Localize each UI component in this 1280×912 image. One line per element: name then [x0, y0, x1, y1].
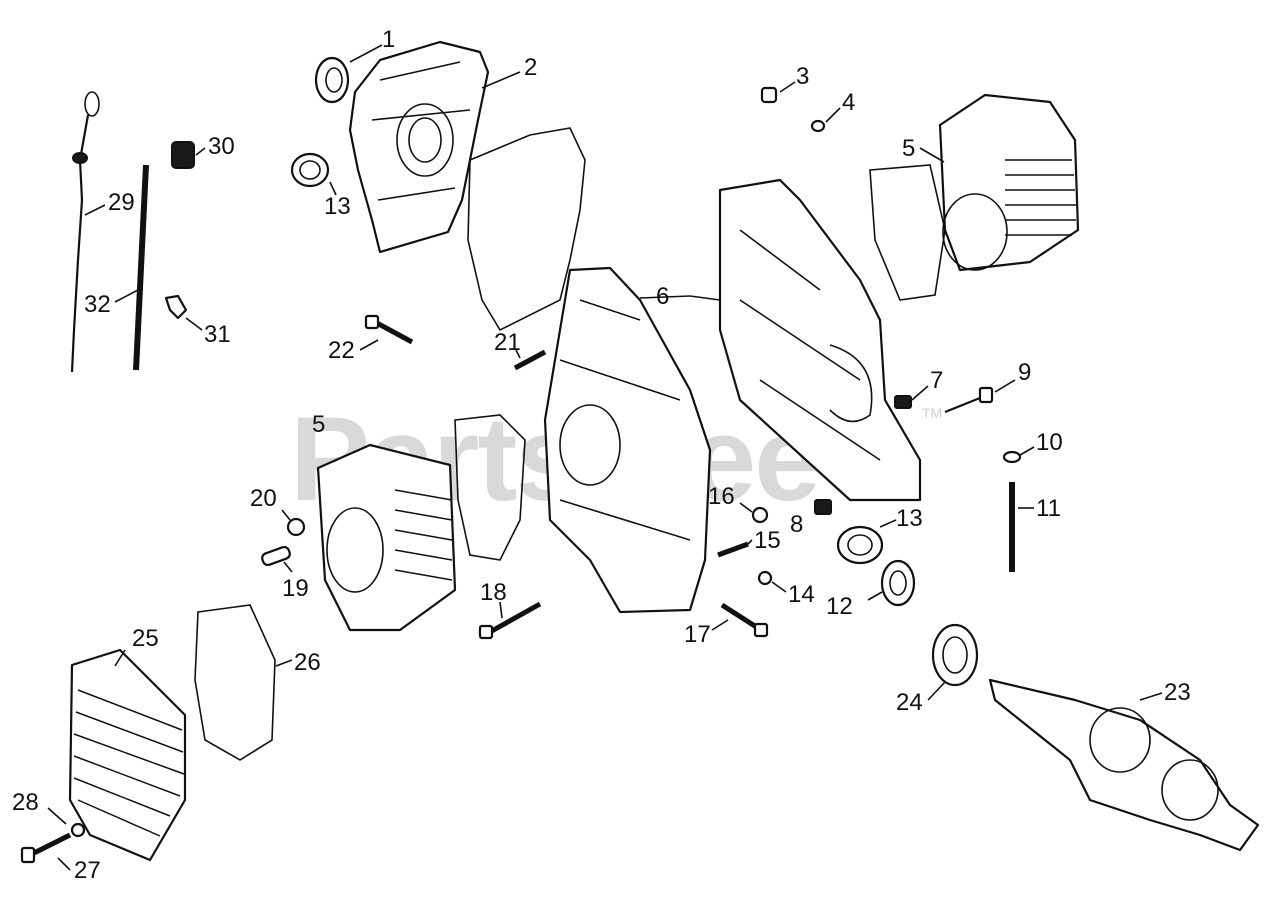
callout-8: 8 — [790, 511, 803, 538]
part-crankcase-left — [543, 266, 712, 614]
callout-19: 19 — [282, 575, 309, 602]
callout-30: 30 — [208, 133, 235, 160]
callout-15: 15 — [754, 527, 781, 554]
callout-29: 29 — [108, 189, 135, 216]
part-bolt-lower-left — [478, 601, 542, 640]
callout-1: 1 — [382, 26, 395, 53]
callout-13-bottom: 13 — [896, 505, 923, 532]
callout-12: 12 — [826, 593, 853, 620]
part-cover-gasket — [467, 127, 586, 332]
callout-25: 25 — [132, 625, 159, 652]
part-dowel — [261, 545, 291, 567]
part-bolt-lower — [720, 602, 769, 638]
callout-14: 14 — [788, 581, 815, 608]
part-plug — [760, 86, 778, 104]
part-cylinder-left — [316, 443, 457, 632]
callout-5-left: 5 — [312, 411, 325, 438]
part-cylinder-head — [68, 648, 187, 862]
part-head-gasket — [194, 604, 276, 761]
callout-2: 2 — [524, 54, 537, 81]
part-crankcase-right — [718, 178, 922, 502]
callout-18: 18 — [480, 579, 507, 606]
callout-21: 21 — [494, 329, 521, 356]
callout-32: 32 — [84, 291, 111, 318]
part-dipstick-tube — [133, 164, 149, 371]
callout-9: 9 — [1018, 359, 1031, 386]
callout-17: 17 — [684, 621, 711, 648]
callout-11: 11 — [1036, 495, 1061, 522]
part-small-ring — [810, 119, 826, 133]
callout-28: 28 — [12, 789, 39, 816]
callout-7: 7 — [930, 367, 943, 394]
callout-labels: 1 2 3 4 5 5 6 7 8 9 10 11 12 13 13 14 15… — [12, 26, 1191, 884]
callout-31: 31 — [204, 321, 231, 348]
part-ball — [757, 570, 773, 586]
part-head-bolt — [20, 832, 72, 864]
part-clip — [164, 294, 188, 320]
part-thrust-washer — [931, 623, 979, 687]
part-pipe-plug — [814, 499, 832, 515]
part-pin-short — [513, 349, 547, 371]
part-fitting — [894, 395, 912, 409]
callout-20: 20 — [250, 485, 277, 512]
part-oil-seal-top — [314, 56, 350, 104]
part-plug-small — [751, 506, 769, 524]
part-bolt-upper — [364, 314, 414, 345]
part-head-washer — [70, 822, 86, 838]
watermark-trademark: TM — [922, 405, 942, 421]
leader-lines — [47, 44, 1163, 871]
part-bushing-bottom — [836, 525, 884, 565]
part-gear-cover — [348, 40, 490, 254]
part-dipstick — [70, 91, 100, 373]
callout-3: 3 — [796, 63, 809, 90]
callout-26: 26 — [294, 649, 321, 676]
part-bushing-top — [290, 152, 330, 188]
callout-27: 27 — [74, 857, 101, 884]
part-oil-seal-bottom — [880, 559, 916, 607]
part-cylinder-right — [938, 93, 1080, 272]
part-cylinder-gasket-right — [869, 164, 946, 301]
callout-5-right: 5 — [902, 135, 915, 162]
part-crankshaft — [988, 678, 1260, 852]
callout-6: 6 — [656, 283, 669, 310]
part-pin — [717, 541, 749, 558]
callout-16: 16 — [708, 483, 735, 510]
callout-13-top: 13 — [324, 193, 351, 220]
callout-23: 23 — [1164, 679, 1191, 706]
callout-10: 10 — [1036, 429, 1063, 456]
callout-24: 24 — [896, 689, 923, 716]
part-ring-left — [286, 517, 306, 537]
part-nut — [1002, 450, 1022, 464]
callout-4: 4 — [842, 89, 855, 116]
part-bolt-right — [944, 386, 994, 414]
part-cylinder-gasket-left — [454, 414, 526, 561]
callout-22: 22 — [328, 337, 355, 364]
part-fill-cap — [171, 141, 195, 169]
